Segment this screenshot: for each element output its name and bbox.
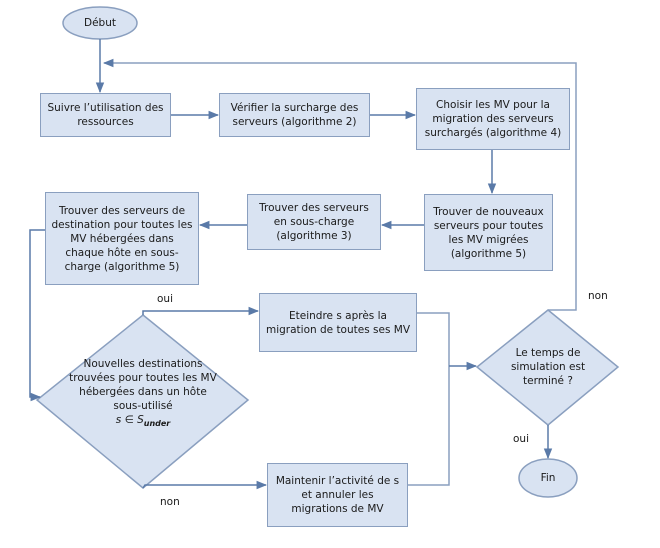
shutdown-node: Eteindre s après la migration de toutes … — [259, 293, 417, 352]
math-var: s — [115, 413, 122, 426]
decision-destinations-math: s ∈ Sunder — [116, 413, 171, 431]
start-node: Début — [84, 17, 116, 29]
edge-label-non-loop: non — [588, 290, 608, 302]
edge-shutdown-merge — [408, 312, 450, 486]
decision-destinations-node: Nouvelles destinations trouvées pour tou… — [68, 358, 218, 428]
edge-label-oui-end: oui — [513, 433, 529, 445]
find-underloaded-node: Trouver des serveurs en sous-charge (alg… — [247, 194, 381, 250]
math-set: S — [137, 413, 144, 426]
edge-decision-keep — [142, 480, 268, 490]
edge-loop-back — [102, 58, 577, 311]
find-destinations-node: Trouver des serveurs de destination pour… — [45, 192, 199, 285]
edge-label-non-keep: non — [160, 496, 180, 508]
choose-vms-node: Choisir les MV pour la migration des ser… — [416, 88, 570, 150]
check-overload-node: Vérifier la surcharge des serveurs (algo… — [219, 93, 370, 137]
math-op: ∈ — [124, 413, 134, 426]
math-sub: under — [143, 419, 171, 429]
edge-destinations-decision — [29, 229, 45, 402]
end-node: Fin — [540, 472, 556, 484]
find-new-servers-node: Trouver de nouveaux serveurs pour toutes… — [424, 194, 553, 271]
edge-label-oui-shutdown: oui — [157, 293, 173, 305]
decision-destinations-text: Nouvelles destinations trouvées pour tou… — [69, 357, 217, 412]
decision-time-node: Le temps de simulation est terminé ? — [510, 347, 586, 387]
edge-decision-shutdown — [142, 306, 260, 316]
monitor-resources-node: Suivre l’utilisation des ressources — [40, 93, 171, 137]
keep-active-node: Maintenir l’activité de s et annuler les… — [267, 463, 408, 527]
